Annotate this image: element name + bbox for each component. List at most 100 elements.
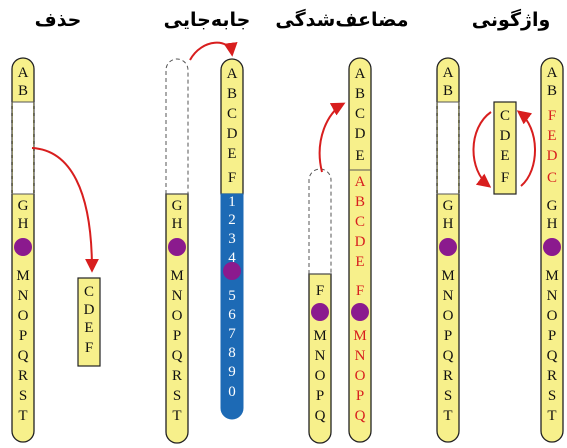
letter: R [172, 368, 182, 384]
deletion-chromosome: A B G H M N O P Q R S T [11, 57, 35, 443]
letter: P [548, 328, 556, 344]
digit: 2 [228, 212, 236, 228]
letter-inverted: F [548, 108, 556, 124]
letter: P [316, 388, 324, 404]
letter-duplicated: B [355, 194, 365, 210]
inversion-arrow-left [472, 111, 492, 188]
letter-inverted: E [547, 128, 556, 144]
letter: M [441, 268, 454, 284]
letter: B [443, 83, 453, 99]
letter: Q [443, 348, 454, 364]
letter-duplicated: C [355, 214, 365, 230]
letter: M [313, 328, 326, 344]
inversion-left-chromosome: A B G H M N O P Q R S T [436, 57, 460, 443]
digit: 4 [228, 250, 236, 266]
centromere [311, 303, 329, 321]
letter: A [355, 66, 366, 82]
letter-duplicated: F [356, 283, 364, 299]
letter: F [228, 170, 236, 186]
letter: Q [547, 348, 558, 364]
letter: T [547, 408, 556, 424]
digit: 3 [228, 231, 236, 247]
letter: T [443, 408, 452, 424]
duplication-right-chromosome: A B C D E A B C D E F M N O P Q [348, 57, 372, 443]
translocation-arrow [189, 41, 238, 61]
letter: N [18, 288, 29, 304]
digit: 8 [228, 345, 236, 361]
letter: F [85, 340, 93, 356]
letter: H [18, 216, 29, 232]
letter: M [353, 328, 366, 344]
inversion-arrow-right [516, 110, 536, 187]
letter: A [227, 66, 238, 82]
letter: B [18, 83, 28, 99]
letter: N [355, 348, 366, 364]
letter: T [18, 408, 27, 424]
letter: E [227, 146, 236, 162]
letter: Q [355, 408, 366, 424]
letter: M [170, 268, 183, 284]
letter: N [547, 288, 558, 304]
letter: Q [172, 348, 183, 364]
letter: C [500, 108, 510, 124]
letter: B [355, 86, 365, 102]
letter-duplicated: D [355, 234, 366, 250]
deletion-removed-segment: C D E F [77, 277, 101, 367]
letter: S [173, 388, 181, 404]
letter: D [227, 126, 238, 142]
title-inversion: واژگونی [472, 8, 551, 31]
letter: G [547, 198, 558, 214]
letter: F [316, 283, 324, 299]
letter: R [443, 368, 453, 384]
letter: M [16, 268, 29, 284]
letter-duplicated: E [355, 254, 364, 270]
letter: D [355, 126, 366, 142]
letter: O [547, 308, 558, 324]
letter: P [173, 328, 181, 344]
letter: O [172, 308, 183, 324]
letter-duplicated: A [355, 174, 366, 190]
letter: P [444, 328, 452, 344]
letter: R [18, 368, 28, 384]
letter: E [355, 148, 364, 164]
centromere [439, 238, 457, 256]
translocation-right-chromosome: A B C D E F 1 2 3 4 5 6 7 8 9 0 [220, 58, 244, 420]
letter: H [443, 216, 454, 232]
letter: S [19, 388, 27, 404]
letter: T [172, 408, 181, 424]
letter: O [443, 308, 454, 324]
digit: 1 [228, 194, 236, 210]
letter: Q [315, 408, 326, 424]
centromere [14, 238, 32, 256]
letter: O [315, 368, 326, 384]
digit: 5 [228, 288, 236, 304]
letter: G [18, 198, 29, 214]
letter: N [172, 288, 183, 304]
letter: C [227, 106, 237, 122]
letter: P [356, 388, 364, 404]
letter: A [18, 65, 29, 81]
letter: P [19, 328, 27, 344]
letter: A [547, 65, 558, 81]
letter: A [443, 65, 454, 81]
letter-inverted: C [547, 170, 557, 186]
letter: S [444, 388, 452, 404]
centromere [543, 238, 561, 256]
digit: 0 [228, 384, 236, 400]
duplication-left-chromosome: F M N O P Q [308, 168, 332, 444]
letter: N [315, 348, 326, 364]
letter: G [172, 198, 183, 214]
digit: 9 [228, 364, 236, 380]
letter: H [547, 216, 558, 232]
letter: S [548, 388, 556, 404]
letter: G [443, 198, 454, 214]
letter: H [172, 216, 183, 232]
letter: E [500, 148, 509, 164]
letter: N [443, 288, 454, 304]
letter: F [501, 170, 509, 186]
digit: 7 [228, 326, 236, 342]
letter: M [545, 268, 558, 284]
duplication-arrow [318, 102, 346, 173]
deletion-arrow [31, 147, 99, 273]
